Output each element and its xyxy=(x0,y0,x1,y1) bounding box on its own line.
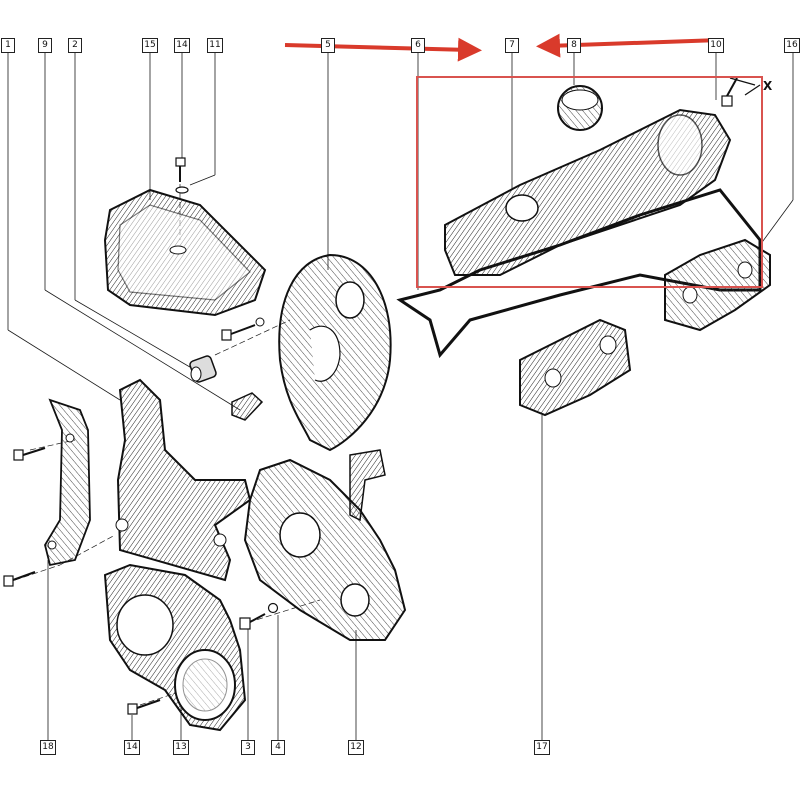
callout-10: 10 xyxy=(708,38,724,53)
x-measure-marker xyxy=(729,77,761,96)
callout-6: 6 xyxy=(411,38,425,53)
part-9-grommet xyxy=(231,392,264,421)
callout-4: 4 xyxy=(271,740,285,755)
part-8-oil-cap xyxy=(557,85,603,131)
callout-2: 2 xyxy=(68,38,82,53)
part-15-upper-cover xyxy=(103,188,267,317)
callout-13: 13 xyxy=(173,740,189,755)
callout-12: 12 xyxy=(348,740,364,755)
callout-15: 15 xyxy=(142,38,158,53)
x-axis-label: X xyxy=(763,79,773,93)
callout-8: 8 xyxy=(567,38,581,53)
callout-9: 9 xyxy=(38,38,52,53)
part-12-engine-plate xyxy=(243,449,407,641)
part-2-spacer xyxy=(189,355,217,383)
bolt-left-upper xyxy=(13,447,46,461)
part-3-4-bolt-washer xyxy=(239,602,279,630)
callout-11: 11 xyxy=(207,38,223,53)
callout-5: 5 xyxy=(321,38,335,53)
part-10-nut xyxy=(721,77,738,107)
callout-14-top: 14 xyxy=(174,38,190,53)
part-16-mount xyxy=(664,238,771,332)
part-14-bolt-top xyxy=(175,157,189,194)
callout-1: 1 xyxy=(1,38,15,53)
bolt-mid xyxy=(221,317,265,341)
callout-18: 18 xyxy=(40,740,56,755)
part-5-belt-cover xyxy=(278,253,392,452)
part-14-bolt-bottom xyxy=(127,699,161,715)
red-arrow-right xyxy=(284,37,482,62)
bolt-left-lower xyxy=(3,571,36,587)
callout-7: 7 xyxy=(505,38,519,53)
part-18-bracket xyxy=(44,398,91,567)
part-7-rocker-cover xyxy=(444,108,732,276)
callout-17: 17 xyxy=(534,740,550,755)
callout-14-bottom: 14 xyxy=(124,740,140,755)
part-17-mount xyxy=(519,318,632,417)
part-1-backplate xyxy=(115,378,252,582)
callout-3: 3 xyxy=(241,740,255,755)
highlight-box xyxy=(416,76,763,288)
part-13-lower-cover xyxy=(103,563,247,732)
callout-16: 16 xyxy=(784,38,800,53)
